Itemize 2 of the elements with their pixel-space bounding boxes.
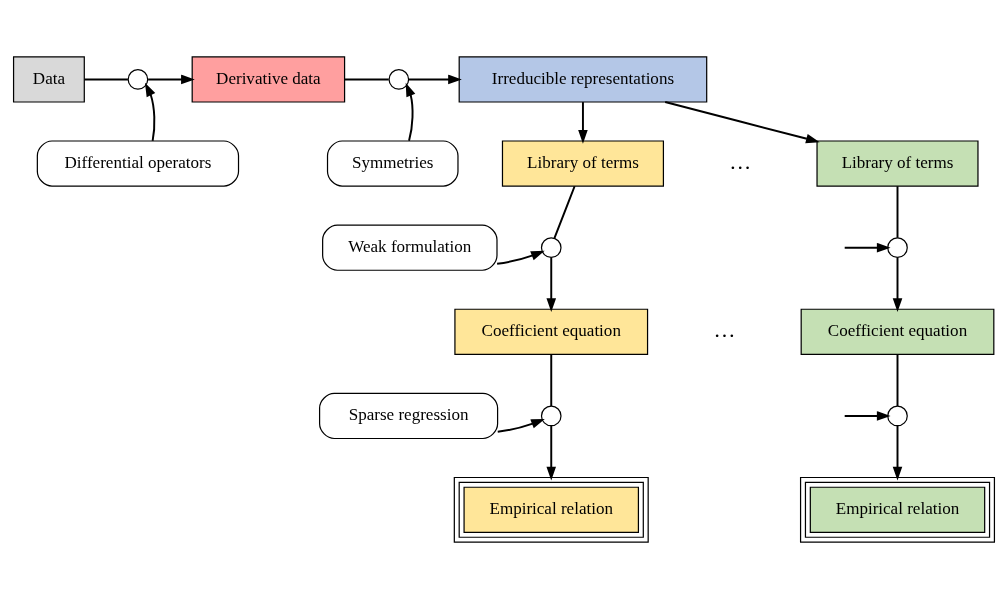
label: … <box>713 317 736 343</box>
label: … <box>729 148 752 174</box>
